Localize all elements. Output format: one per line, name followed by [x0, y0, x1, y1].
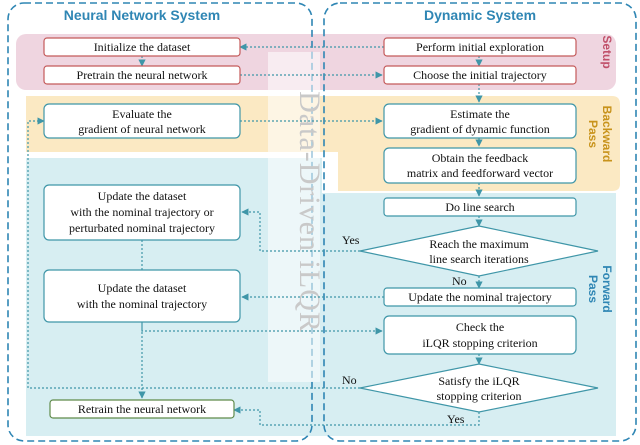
evaluate-box — [43, 103, 241, 139]
retrain-box — [49, 399, 235, 419]
neural-network-system-title: Neural Network System — [64, 7, 220, 23]
update-dataset-2-box — [43, 269, 241, 323]
estimate-box — [383, 103, 577, 139]
reach-max-text-2: line search iterations — [429, 252, 529, 266]
check-text-1: Check the — [456, 320, 504, 334]
evaluate-text-2: gradient of neural network — [78, 122, 206, 136]
choose-trajectory-box — [383, 65, 577, 85]
pretrain-box — [43, 65, 241, 85]
satisfy-text-2: stopping criterion — [437, 389, 522, 403]
update-dataset-1-box — [43, 184, 241, 241]
watermark-panel — [268, 52, 320, 382]
forward-label-1: Forward — [600, 265, 614, 312]
reach-max-diamond — [359, 225, 599, 277]
exploration-text: Perform initial exploration — [416, 40, 544, 54]
edge-reach-yes-to-update1 — [241, 208, 360, 252]
line-search-text: Do line search — [445, 200, 514, 214]
edge-satisfy-no-to-evaluate — [27, 117, 360, 389]
backward-label-2: Pass — [586, 120, 600, 148]
backward-label-1: Backward — [600, 106, 614, 163]
watermark-label: Data-Driven iLQR — [293, 91, 326, 333]
update-nominal-box — [383, 287, 577, 307]
satisfy-text-1: Satisfy the iLQR — [438, 374, 519, 388]
check-text-2: iLQR stopping criterion — [422, 336, 537, 350]
update-dataset-1-text-2: with the nominal trajectory or — [70, 205, 213, 219]
satisfy-no-label: No — [342, 373, 357, 387]
dynamic-system-frame — [323, 2, 637, 442]
choose-trajectory-text: Choose the initial trajectory — [413, 68, 547, 82]
setup-label: Setup — [600, 35, 614, 68]
dynamic-system-title: Dynamic System — [424, 7, 536, 23]
edge-update2-to-check — [141, 322, 383, 335]
check-box — [383, 315, 577, 355]
update-dataset-1-text-1: Update the dataset — [98, 189, 187, 203]
update-dataset-2-text-2: with the nominal trajectory — [77, 297, 207, 311]
update-nominal-text: Update the nominal trajectory — [408, 290, 552, 304]
feedback-text-2: matrix and feedforward vector — [407, 166, 553, 180]
evaluate-text-1: Evaluate the — [112, 107, 172, 121]
update-dataset-2-text-1: Update the dataset — [98, 281, 187, 295]
reach-yes-label: Yes — [342, 233, 360, 247]
forward-label-2: Pass — [586, 275, 600, 303]
satisfy-diamond — [359, 363, 599, 413]
reach-no-label: No — [452, 274, 467, 288]
satisfy-yes-label: Yes — [447, 412, 465, 426]
estimate-text-2: gradient of dynamic function — [410, 122, 550, 136]
edge-satisfy-yes-to-retrain — [233, 406, 480, 426]
feedback-text-1: Obtain the feedback — [432, 151, 529, 165]
exploration-box — [383, 37, 577, 57]
init-dataset-box — [43, 37, 241, 57]
pretrain-text: Pretrain the neural network — [77, 68, 208, 82]
estimate-text-1: Estimate the — [450, 107, 510, 121]
feedback-box — [383, 147, 577, 184]
retrain-text: Retrain the neural network — [78, 402, 206, 416]
init-dataset-text: Initialize the dataset — [94, 40, 191, 54]
reach-max-text-1: Reach the maximum — [429, 237, 529, 251]
line-search-box — [383, 197, 577, 217]
update-dataset-1-text-3: perturbated nominal trajectory — [69, 221, 215, 235]
